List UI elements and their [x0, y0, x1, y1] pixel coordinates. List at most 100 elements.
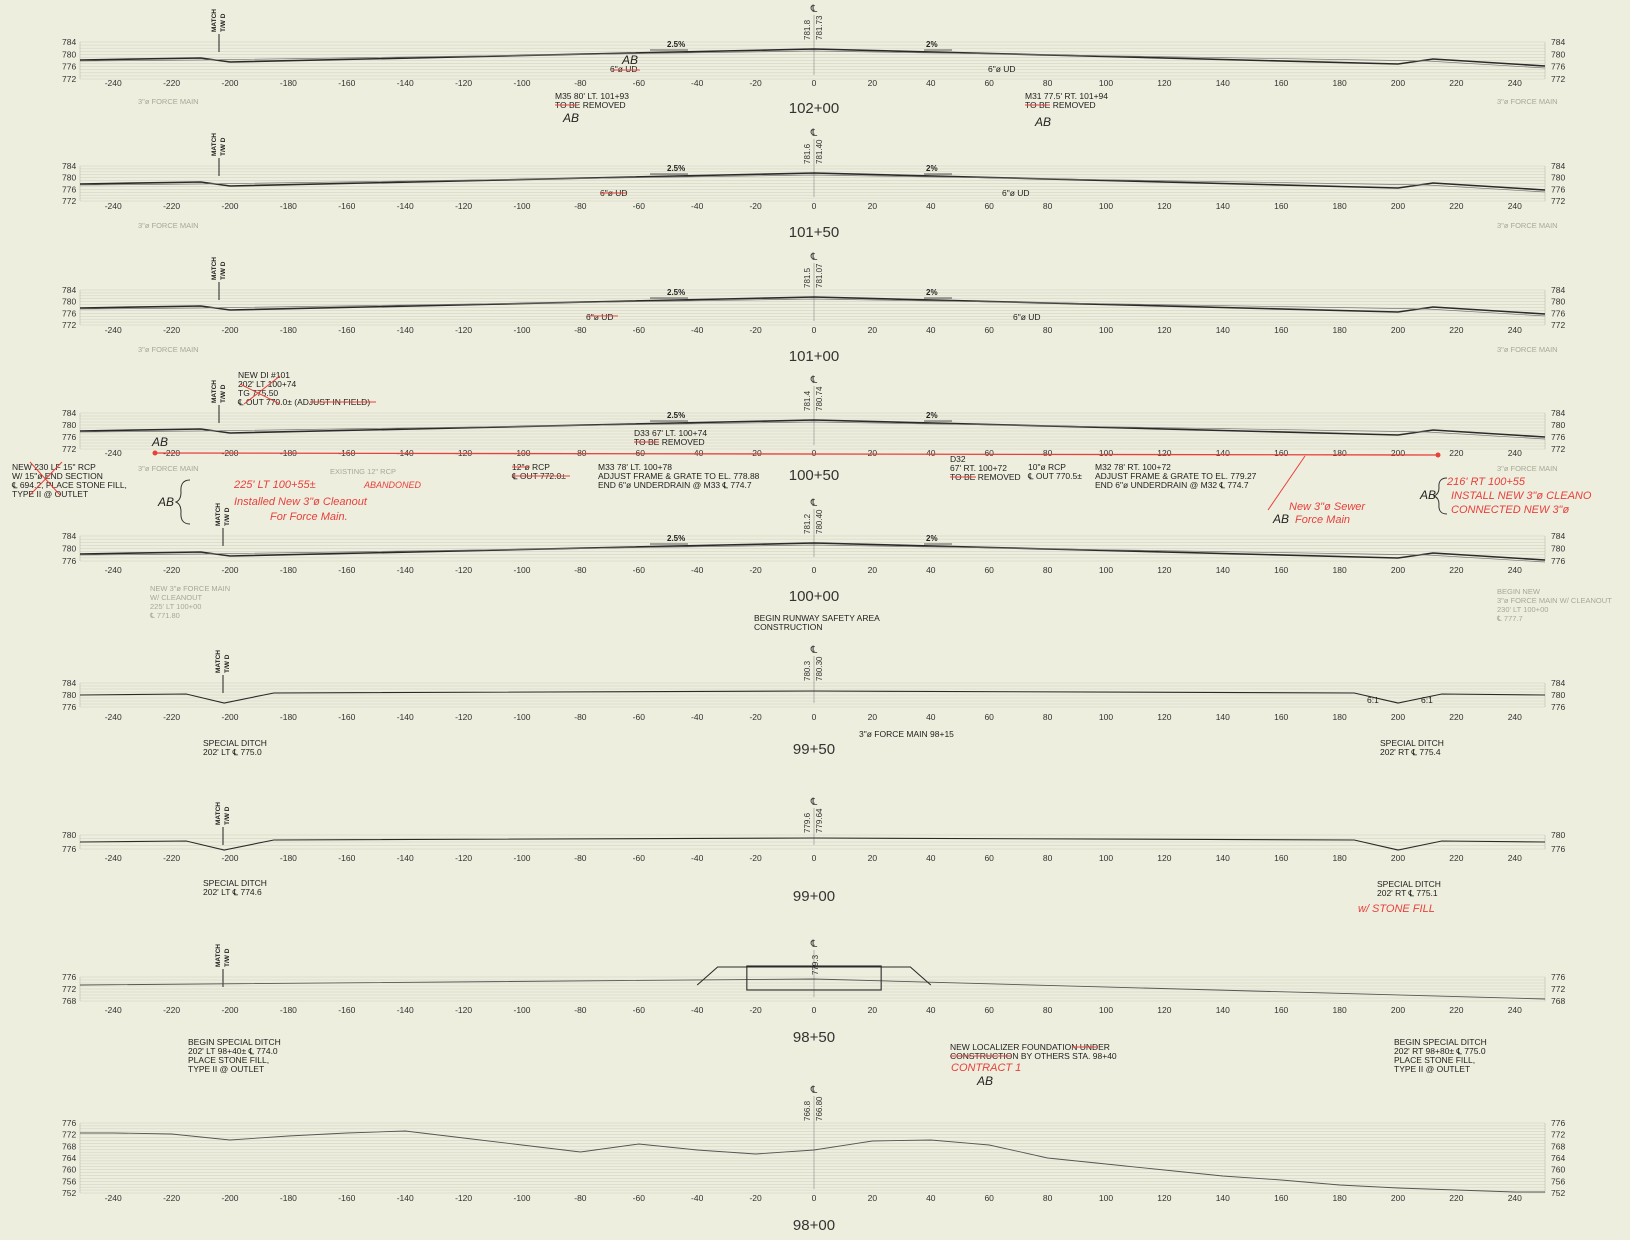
note-existing-12: EXISTING 12" RCP: [330, 467, 396, 476]
centerline-symbol: ℄: [810, 797, 818, 808]
offset-tick-label: 0: [812, 853, 817, 863]
elevation-label-left: 772: [62, 984, 76, 994]
elevation-label-right: 776: [1551, 432, 1565, 442]
offset-tick-label: -80: [574, 712, 587, 722]
offset-tick-label: 220: [1449, 201, 1463, 211]
note-fm-new-line4: ℄ 771.80: [149, 611, 180, 620]
ab-initials-10050-d: AB: [1419, 488, 1436, 502]
note-di-line1: NEW DI #101: [238, 370, 290, 380]
offset-tick-label: -220: [163, 201, 180, 211]
ab-initials-10050-c: AB: [1272, 512, 1289, 526]
offset-tick-label: 0: [812, 565, 817, 575]
note-d32-line1: D32: [950, 454, 966, 464]
note-sd-9950-rt-line2: 202' RT ℄ 775.4: [1380, 747, 1441, 757]
offset-tick-label: 120: [1157, 201, 1171, 211]
offset-tick-label: -160: [338, 78, 355, 88]
offset-tick-label: 60: [984, 853, 994, 863]
offset-tick-label: -60: [633, 325, 646, 335]
match-label: MATCH: [211, 257, 218, 280]
offset-tick-label: 60: [984, 565, 994, 575]
station-label: 100+50: [789, 467, 839, 484]
offset-tick-label: 0: [812, 325, 817, 335]
offset-tick-label: 220: [1449, 78, 1463, 88]
elevation-label-right: 764: [1551, 1153, 1565, 1163]
note-m33-line3: END 6"ø UNDERDRAIN @ M33 ℄ 774.7: [598, 480, 752, 490]
cross-di-b: [243, 375, 281, 405]
offset-tick-label: 40: [926, 1193, 936, 1203]
offset-tick-label: -60: [633, 201, 646, 211]
offset-tick-label: -120: [455, 201, 472, 211]
elevation-label-right: 776: [1551, 702, 1565, 712]
offset-tick-label: 40: [926, 448, 936, 458]
note-bsd-rt-line3: PLACE STONE FILL,: [1394, 1055, 1475, 1065]
annotation-notes: M35 80' LT. 101+93 TO BE REMOVED M31 77.…: [11, 64, 1612, 1074]
offset-tick-label: -160: [338, 565, 355, 575]
existing-surface: [79, 50, 1546, 69]
offset-tick-label: 100: [1099, 448, 1113, 458]
offset-tick-label: -200: [221, 1005, 238, 1015]
offset-tick-label: -140: [397, 565, 414, 575]
force-main-label-left: 3"ø FORCE MAIN: [138, 464, 199, 473]
slope-label-right: 2%: [926, 534, 938, 543]
offset-tick-label: 40: [926, 853, 936, 863]
offset-tick-label: 0: [812, 1193, 817, 1203]
offset-tick-label: 80: [1043, 448, 1053, 458]
note-fm-rt-line1: BEGIN NEW: [1497, 587, 1541, 596]
elevation-label-left: 784: [62, 285, 76, 295]
offset-tick-label: -240: [105, 78, 122, 88]
note-rcp12-line1: 12"ø RCP: [512, 462, 550, 472]
offset-tick-label: -240: [105, 1193, 122, 1203]
note-fm-new-line3: 225' LT 100+00: [150, 602, 201, 611]
offset-tick-label: -80: [574, 201, 587, 211]
centerline-symbol: ℄: [810, 252, 818, 263]
offset-tick-label: 60: [984, 448, 994, 458]
offset-tick-label: 180: [1333, 853, 1347, 863]
offset-tick-label: -60: [633, 78, 646, 88]
force-main-label-right: 3"ø FORCE MAIN: [1497, 345, 1558, 354]
offset-tick-label: 80: [1043, 712, 1053, 722]
offset-tick-label: 120: [1157, 325, 1171, 335]
note-sd-9950-lt-line2: 202' LT ℄ 775.0: [203, 747, 262, 757]
offset-tick-label: -160: [338, 712, 355, 722]
offset-tick-label: -100: [513, 78, 530, 88]
elevation-label-left: 760: [62, 1165, 76, 1175]
elevation-label-left: 776: [62, 972, 76, 982]
elevation-existing: 781.8: [803, 19, 812, 40]
elevation-label-right: 780: [1551, 830, 1565, 840]
offset-tick-label: -200: [221, 712, 238, 722]
note-rcp15-line4: TYPE II @ OUTLET: [12, 489, 88, 499]
note-m33-line1: M33 78' LT. 100+78: [598, 462, 672, 472]
elevation-label-right: 780: [1551, 690, 1565, 700]
note-bsd-lt-line4: TYPE II @ OUTLET: [188, 1064, 264, 1074]
offset-tick-label: -180: [280, 325, 297, 335]
offset-tick-label: -60: [633, 565, 646, 575]
offset-tick-label: 200: [1391, 712, 1405, 722]
offset-tick-label: 160: [1274, 78, 1288, 88]
offset-tick-label: 40: [926, 325, 936, 335]
station-label: 102+00: [789, 100, 839, 117]
offset-tick-label: -40: [691, 565, 704, 575]
offset-tick-label: -240: [105, 201, 122, 211]
offset-tick-label: -20: [749, 853, 762, 863]
offset-tick-label: 140: [1216, 1005, 1230, 1015]
note-bsd-lt-line1: BEGIN SPECIAL DITCH: [188, 1037, 281, 1047]
offset-tick-label: 100: [1099, 201, 1113, 211]
elevation-label-left: 776: [62, 1118, 76, 1128]
offset-tick-label: 60: [984, 201, 994, 211]
offset-tick-label: 180: [1333, 712, 1347, 722]
offset-tick-label: 40: [926, 201, 936, 211]
brace-left: [174, 479, 191, 525]
redline-cleanout-lt: [152, 450, 158, 456]
slope-label-right: 2%: [926, 411, 938, 420]
offset-tick-label: -120: [455, 1193, 472, 1203]
offset-tick-label: 0: [812, 201, 817, 211]
offset-tick-label: -220: [163, 1005, 180, 1015]
offset-tick-label: 220: [1449, 853, 1463, 863]
offset-tick-label: 140: [1216, 201, 1230, 211]
elevation-existing: 781.2: [803, 513, 812, 534]
elevation-label-right: 772: [1551, 320, 1565, 330]
existing-surface: [79, 174, 1546, 193]
brace-right: [1432, 477, 1448, 515]
